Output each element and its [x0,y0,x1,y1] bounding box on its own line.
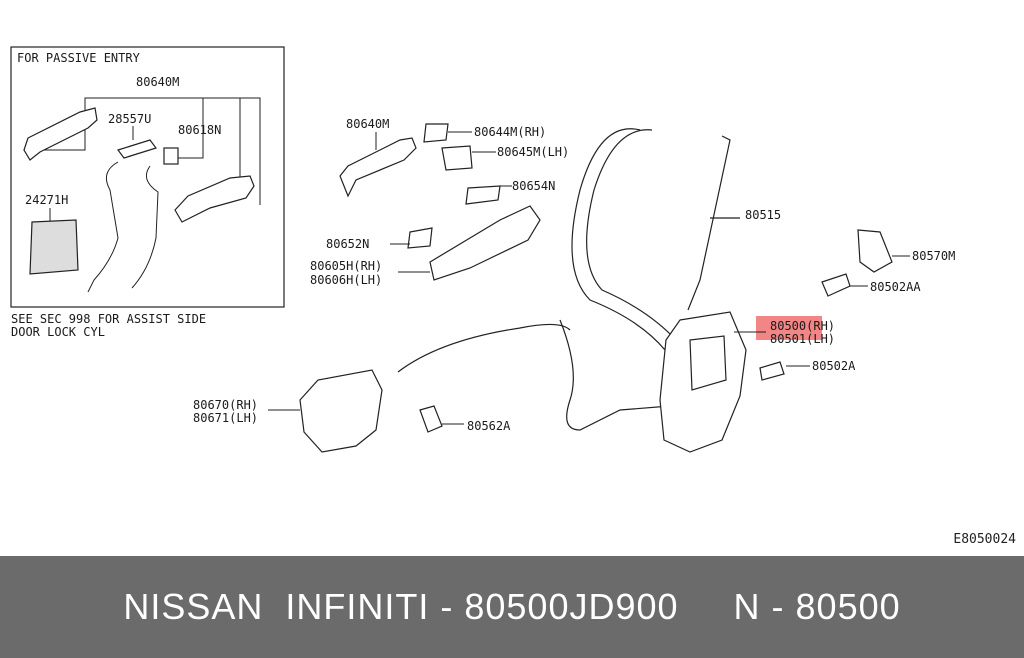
inset-handle-drawing [23,107,255,275]
label-inner-lh: 80671(LH) [193,411,258,425]
inset-note-line1: SEE SEC 998 FOR ASSIST SIDE [11,312,206,326]
label-bracket-lh: 80606H(LH) [310,273,382,287]
label-screw-striker: 80502AA [870,280,921,294]
diagram-code: E8050024 [953,532,1016,547]
label-inner-rh: 80670(RH) [193,398,258,412]
inset-label-sensor: 80618N [178,123,221,137]
footer-gap [679,586,734,628]
inset-label-pad: 24271H [25,193,68,207]
inset-note-line2: DOOR LOCK CYL [11,325,105,339]
rod-and-cables [397,128,740,431]
parts-diagram: FOR PASSIVE ENTRY 80640M 28557U 80618N 2… [10,46,955,453]
label-lock-rh: 80500(RH) [770,319,835,333]
inset-title: FOR PASSIVE ENTRY [17,51,141,65]
footer-bar: NISSAN INFINITI - 80500JD900 N - 80500 [0,556,1024,658]
inset-label-antenna: 28557U [108,112,151,126]
door-lock-drawing [659,311,785,453]
footer-brand: NISSAN INFINITI - 80500JD900 [123,586,679,627]
label-handle: 80640M [346,117,389,131]
label-rod: 80515 [745,208,781,222]
striker-drawing [821,229,893,297]
outside-handle-drawing [339,123,541,281]
footer-ref: N - 80500 [733,586,901,627]
label-striker: 80570M [912,249,955,263]
label-bracket-rh: 80605H(RH) [310,259,382,273]
inset-cables [87,161,159,293]
label-lock-lh: 80501(LH) [770,332,835,346]
inset-label-handle: 80640M [136,75,179,89]
label-screw-lock: 80502A [812,359,856,373]
label-gasket-rear: 80652N [326,237,369,251]
label-screw-inner: 80562A [467,419,511,433]
label-cover-rh: 80644M(RH) [474,125,546,139]
highlight-marker [756,316,822,340]
inside-handle-drawing [299,369,443,453]
inset-frame [10,46,285,308]
label-cover-lh: 80645M(LH) [497,145,569,159]
label-gasket-front: 80654N [512,179,555,193]
